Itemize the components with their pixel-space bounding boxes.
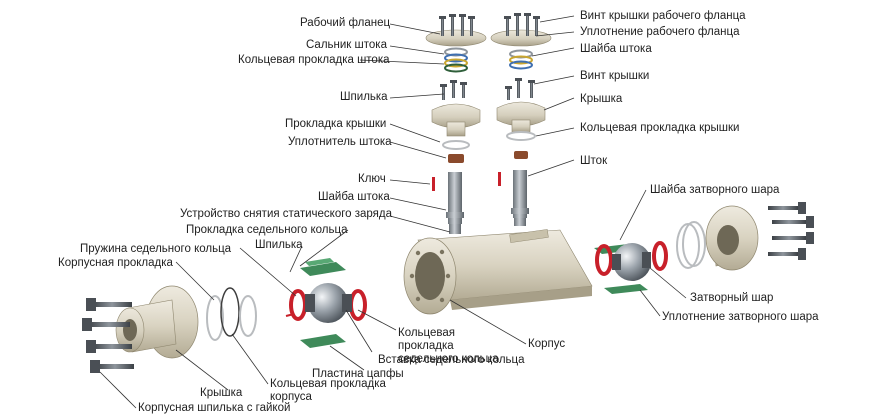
label-stem-seal: Уплотнитель штока: [288, 136, 392, 148]
flange-right: [490, 13, 552, 47]
label-seat-oring: Кольцевая прокладка седельного кольца: [398, 327, 499, 365]
left-body-studs: [82, 298, 134, 373]
label-trunnion-plate: Пластина цапфы: [312, 368, 404, 380]
left-end-flange: [82, 285, 257, 373]
label-antistatic: Устройство снятия статического заряда: [180, 208, 393, 220]
label-stem-washer-right: Шайба штока: [580, 43, 652, 55]
label-stud: Шпилька: [340, 91, 388, 103]
label-body-gasket: Корпусная прокладка: [58, 257, 173, 269]
right-end-flange: [705, 202, 814, 271]
label-seat-insert: Вставка седельного кольца: [378, 354, 525, 366]
stem-part-right: [511, 170, 529, 226]
label-flange-bolt: Винт крышки рабочего фланца: [580, 10, 746, 22]
label-seat-ring-gasket: Прокладка седельного кольца: [186, 224, 348, 236]
label-seat-spring: Пружина седельного кольца: [80, 243, 232, 255]
bonnet-gasket-ring: [442, 140, 470, 150]
right-stack: [490, 13, 552, 226]
label-working-flange: Рабочий фланец: [300, 17, 391, 29]
key-part: [432, 177, 435, 191]
bonnet-part-left: [431, 103, 481, 137]
stem-seal-part: [448, 154, 464, 163]
working-flange-part: [425, 14, 487, 47]
label-ball-seal: Уплотнение затворного шара: [662, 311, 819, 323]
valve-body-part: [403, 229, 593, 315]
label-body: Корпус: [528, 338, 566, 350]
label-ball: Затворный шар: [690, 292, 774, 304]
bonnet-bolts-left: [440, 80, 467, 100]
label-bonnet-bolt: Винт крышки: [580, 70, 650, 82]
label-bonnet-gasket: Прокладка крышки: [285, 118, 387, 130]
leader-lines: [99, 15, 687, 409]
label-ball-washer: Шайба затворного шара: [650, 184, 780, 196]
label-end-cap: Крышка: [200, 387, 243, 399]
label-stem-washer-left: Шайба штока: [318, 191, 390, 203]
left-stack: [425, 14, 487, 234]
label-body-oring: Кольцевая прокладка корпуса: [270, 378, 386, 403]
label-stem-oring: Кольцевая прокладка штока: [238, 54, 390, 66]
label-key: Ключ: [358, 173, 386, 185]
label-flange-seal: Уплотнение рабочего фланца: [580, 26, 740, 38]
right-ball-assembly: [594, 221, 706, 294]
right-flange-studs: [768, 202, 814, 260]
label-stem: Шток: [580, 155, 608, 167]
gland-rings-right: [509, 49, 533, 70]
stem-gland-part: [444, 47, 468, 73]
stem-part-left: [446, 172, 464, 234]
label-stem-gland: Сальник штока: [306, 39, 387, 51]
label-bonnet: Крышка: [580, 93, 623, 105]
label-body-stud-nut: Корпусная шпилька с гайкой: [138, 402, 291, 414]
bonnet-part-right: [496, 101, 546, 133]
left-ball-assembly: [285, 258, 367, 348]
label-bonnet-oring: Кольцевая прокладка крышки: [580, 122, 740, 134]
label-stud-small: Шпилька: [255, 239, 303, 251]
bonnet-bolts-right: [505, 78, 535, 100]
